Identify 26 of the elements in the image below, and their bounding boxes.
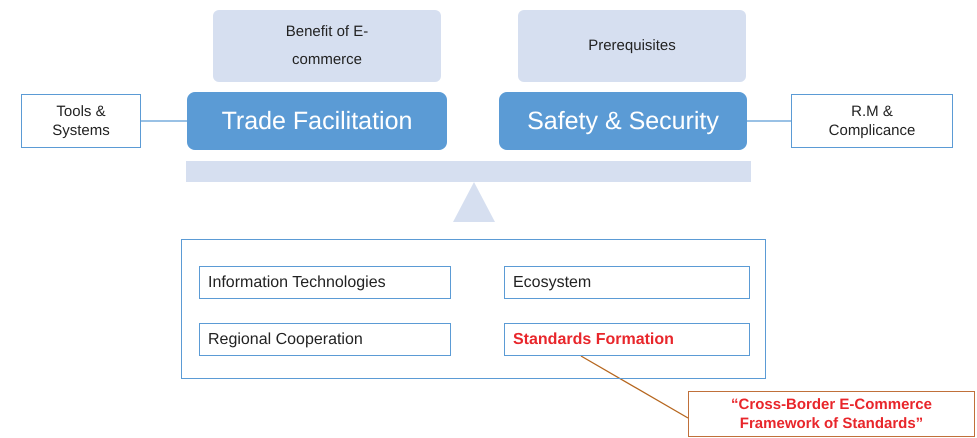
box-label: Regional Cooperation <box>208 330 363 350</box>
pillar-box <box>187 92 447 150</box>
element-box <box>504 266 750 299</box>
callout-box <box>688 391 975 437</box>
box-label: Ecosystem <box>513 272 592 292</box>
box-label: Trade Facilitation <box>220 106 414 136</box>
group-frame <box>181 239 766 379</box>
box-label: Benefit of E-commerce <box>284 22 370 70</box>
box-label: Prerequisites <box>587 36 677 56</box>
category-box <box>213 10 441 82</box>
category-box <box>518 10 746 82</box>
box-label: R.M & Complicance <box>828 102 916 140</box>
side-box <box>791 94 953 148</box>
box-label: Tools & Systems <box>51 102 111 140</box>
leader-line <box>580 355 688 419</box>
element-box <box>504 323 750 356</box>
connector-line <box>141 120 187 122</box>
side-box <box>21 94 141 148</box>
box-label: Information Technologies <box>208 272 386 292</box>
box-label: Standards Formation <box>513 330 674 350</box>
pillar-box <box>499 92 747 150</box>
box-label: Safety & Security <box>526 106 720 136</box>
element-box <box>199 323 451 356</box>
element-box <box>199 266 451 299</box>
connector-line <box>747 120 791 122</box>
box-label: “Cross-Border E-Commerce Framework of Standards” <box>730 394 933 434</box>
